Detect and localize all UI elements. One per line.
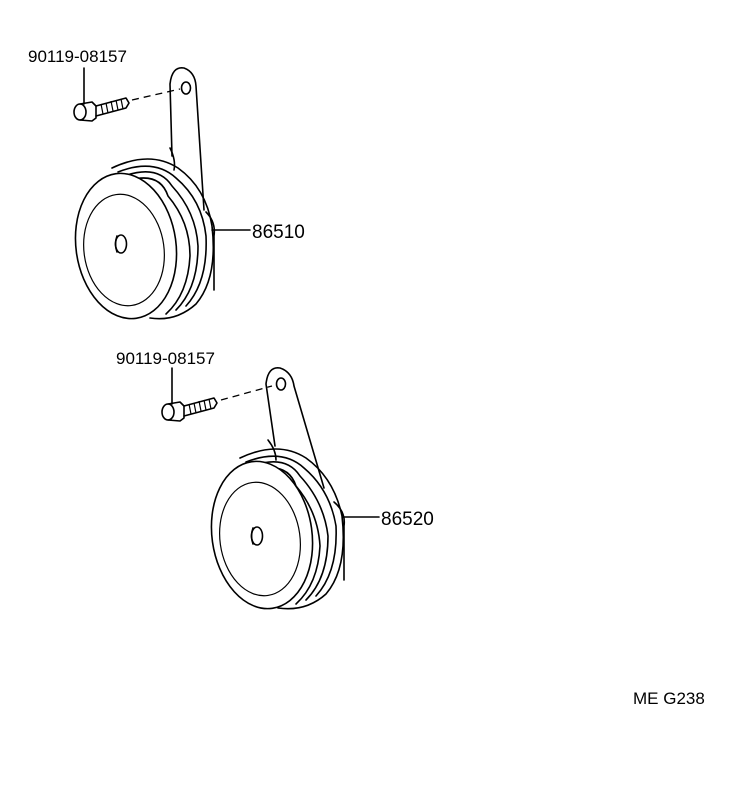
- bracket-upper: [169, 67, 205, 211]
- horn-body-lower: [210, 448, 346, 610]
- part-label-horn-high: 86510: [252, 222, 305, 243]
- bracket-lower: [265, 367, 325, 489]
- bolt-lower: [161, 397, 218, 422]
- bolt-upper: [73, 97, 130, 122]
- part-label-bolt-lower: 90119-08157: [116, 349, 215, 368]
- horn-assembly-upper: [73, 67, 216, 320]
- part-label-horn-low: 86520: [381, 509, 434, 530]
- horn-assembly-lower: [161, 367, 346, 610]
- diagram-code: ME G238: [633, 689, 705, 708]
- part-label-bolt-upper: 90119-08157: [28, 47, 127, 66]
- horn-body-upper: [74, 158, 216, 320]
